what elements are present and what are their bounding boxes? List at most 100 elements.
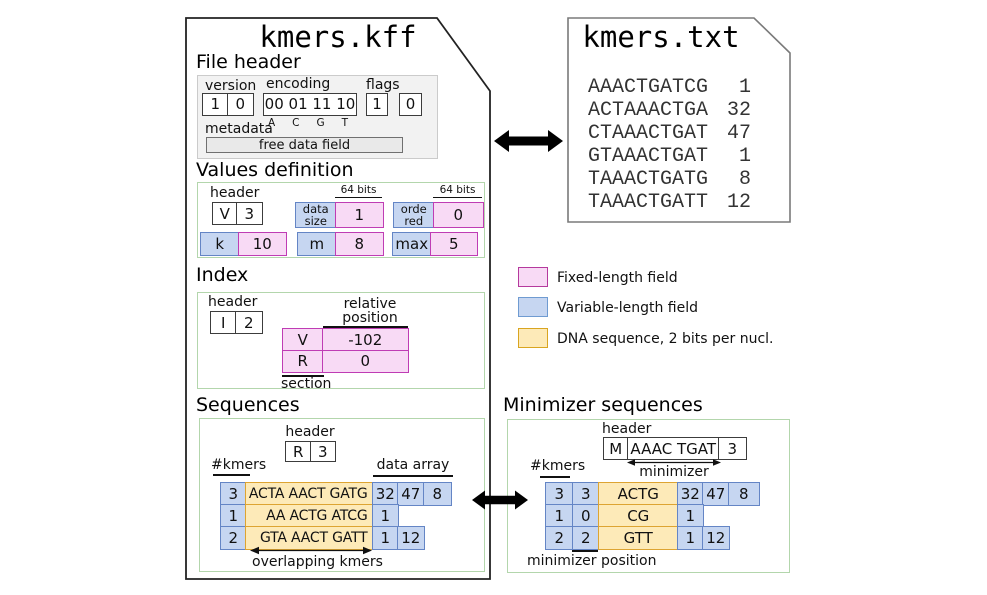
index-row-v-value: -102 [322, 328, 409, 351]
bits64-label-2: 64 bits [433, 184, 482, 198]
position-line: position [342, 310, 398, 326]
mrow2-data-0: 1 [677, 504, 704, 528]
index-row-v-key: V [282, 328, 324, 351]
data-array-label: data array [376, 457, 450, 473]
mrow1-data-1: 47 [702, 482, 730, 506]
txt-kmer: TAAACTGATG [588, 168, 709, 191]
row1-count: 3 [220, 482, 247, 506]
txt-kmer: TAAACTGATT [588, 191, 709, 214]
minimizer-position-overline [572, 550, 598, 552]
flags-label: flags [366, 77, 400, 93]
minimizer-header-seq-cell: AAAC TGAT [627, 437, 720, 460]
minimizer-nkmers-underline [540, 476, 570, 478]
row3-count: 2 [220, 526, 247, 550]
legend-swatch-fixed [518, 267, 548, 287]
index-row-r-key: R [282, 349, 324, 373]
sequences-header-type-cell: R [285, 441, 312, 462]
minimizer-row-3: 2 2 GTT 1 12 [545, 526, 730, 550]
section-label: section [281, 376, 332, 392]
sequences-header-cells: R 3 [285, 441, 336, 462]
minimizer-header-count-cell: 3 [718, 437, 747, 460]
row1-data-1: 47 [397, 482, 425, 506]
encoding-bases: A C G T [268, 117, 348, 129]
kff-txt-double-arrow [494, 130, 563, 152]
sequences-heading: Sequences [196, 394, 300, 416]
txt-entry: TAAACTGATG 8 [588, 168, 751, 191]
ordered-field: orde red 0 [393, 202, 484, 228]
minimizer-sequences-heading: Minimizer sequences [503, 394, 703, 416]
mrow1-data-2: 8 [728, 482, 760, 506]
txt-entry: AAACTGATCG 1 [588, 76, 751, 99]
mrow3-count: 2 [545, 526, 574, 550]
flag-cell-2: 0 [399, 93, 422, 116]
mrow3-sequence: GTT [598, 526, 679, 550]
version-cells: 1 0 [202, 93, 254, 116]
data-size-field: data size 1 [295, 202, 384, 228]
data-size-line2: size [304, 213, 327, 228]
data-size-value: 1 [335, 202, 384, 228]
relative-line: relative [343, 296, 397, 312]
k-value: 10 [238, 232, 287, 256]
nkmers-underline [213, 474, 250, 476]
minimizer-header-type-cell: M [603, 437, 629, 460]
row2-sequence: AA ACTG ATCG [245, 504, 374, 528]
index-row-r: R 0 [282, 349, 409, 373]
index-header-type-cell: I [210, 311, 237, 334]
m-field: m 8 [297, 232, 384, 256]
values-header-count-cell: 3 [236, 202, 263, 225]
data-size-label: data size [295, 202, 337, 228]
txt-count: 8 [738, 168, 751, 191]
legend-label-variable: Variable-length field [557, 300, 699, 316]
max-label: max [392, 232, 432, 256]
max-value: 5 [430, 232, 478, 256]
minimizer-nkmers-label: #kmers [530, 458, 586, 474]
index-heading: Index [196, 264, 249, 286]
mrow3-data-1: 12 [702, 526, 730, 550]
txt-count: 1 [738, 76, 751, 99]
sequences-header-count-cell: 3 [310, 441, 336, 462]
values-definition-heading: Values definition [196, 159, 354, 181]
txt-count: 47 [726, 122, 751, 145]
version-minor-cell: 0 [227, 93, 254, 116]
legend-swatch-variable [518, 297, 548, 317]
txt-count: 1 [738, 145, 751, 168]
mrow2-sequence: CG [598, 504, 679, 528]
base-g: G [316, 117, 325, 129]
free-data-field-cell: free data field [206, 137, 403, 153]
txt-kmer: ACTAAACTGA [588, 99, 709, 122]
base-t: T [341, 117, 348, 129]
ordered-value: 0 [433, 202, 484, 228]
row3-data-1: 12 [397, 526, 425, 550]
version-label: version [205, 78, 257, 94]
kff-file-title: kmers.kff [259, 20, 417, 54]
minimizer-header-cells: M AAAC TGAT 3 [603, 437, 747, 460]
row3-sequence: GTA AACT GATT [245, 526, 374, 550]
flag-cell-1: 1 [366, 93, 388, 116]
sequences-row-1: 3 ACTA AACT GATG 32 47 8 [220, 482, 452, 506]
txt-count: 32 [726, 99, 751, 122]
mrow1-sequence: ACTG [598, 482, 679, 506]
minimizer-position-label: minimizer position [527, 553, 657, 569]
txt-kmer: AAACTGATCG [588, 76, 709, 99]
mrow3-position: 2 [572, 526, 600, 550]
metadata-label: metadata [205, 121, 273, 137]
legend-label-dna: DNA sequence, 2 bits per nucl. [557, 331, 774, 347]
mrow3-data-0: 1 [677, 526, 704, 550]
mrow1-position: 3 [572, 482, 600, 506]
txt-entry: ACTAAACTGA 32 [588, 99, 751, 122]
base-c: C [292, 117, 300, 129]
k-field: k 10 [200, 232, 287, 256]
file-header-heading: File header [196, 51, 301, 73]
txt-kmer: CTAAACTGAT [588, 122, 709, 145]
row1-data-2: 8 [423, 482, 452, 506]
sequences-nkmers-label: #kmers [211, 457, 267, 473]
row2-count: 1 [220, 504, 247, 528]
minimizer-label: minimizer [639, 464, 709, 480]
row3-data-0: 1 [372, 526, 399, 550]
overlapping-kmers-label: overlapping kmers [252, 554, 383, 570]
index-row-v: V -102 [282, 328, 409, 351]
